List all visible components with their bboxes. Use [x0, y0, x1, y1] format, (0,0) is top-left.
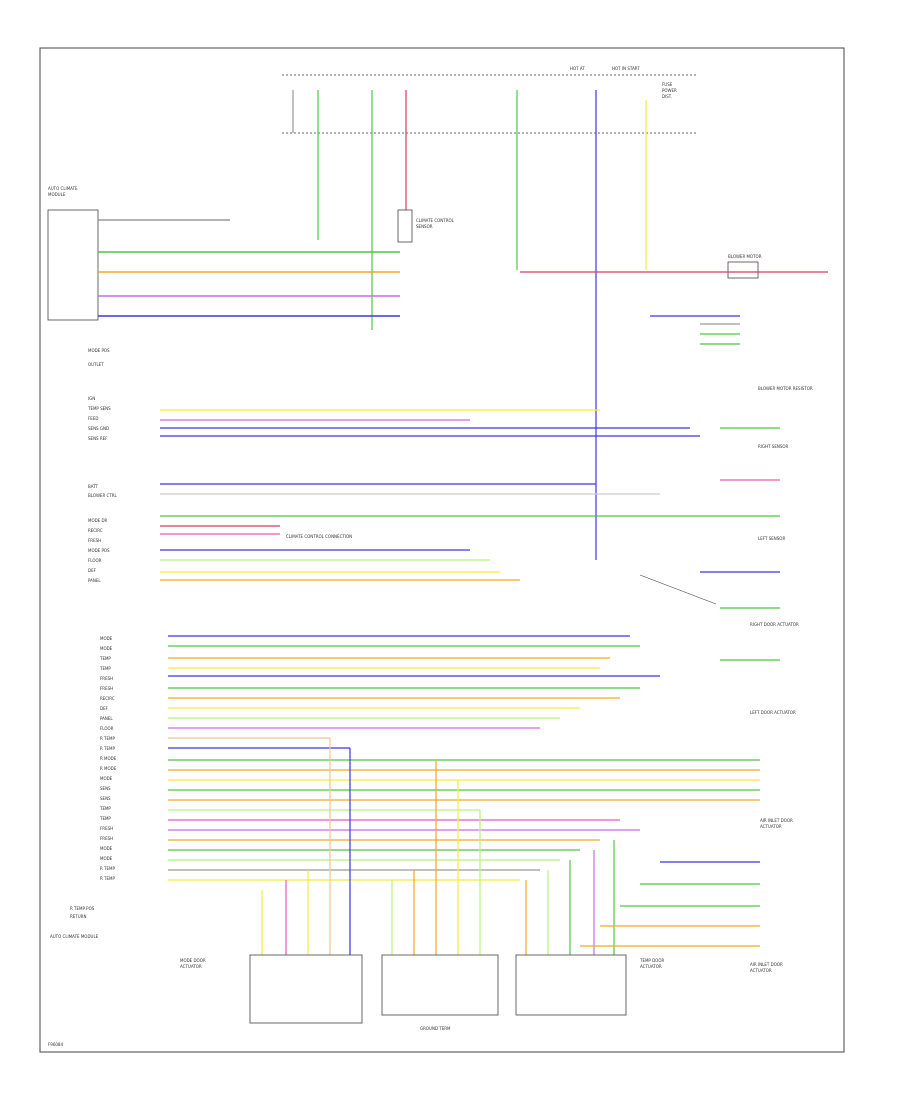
svg-text:TEMP DOOR: TEMP DOOR [639, 958, 664, 963]
blower-motor-box [727, 261, 759, 279]
svg-text:FRESH: FRESH [100, 826, 113, 831]
svg-text:CLIMATE CONTROL: CLIMATE CONTROL [416, 218, 455, 223]
svg-text:MODE: MODE [100, 776, 113, 781]
svg-text:MODULE: MODULE [48, 192, 66, 197]
svg-text:SENSOR: SENSOR [416, 224, 433, 229]
top-feeds [292, 90, 647, 560]
svg-text:SENS: SENS [100, 786, 111, 791]
svg-text:RIGHT DOOR ACTUATOR: RIGHT DOOR ACTUATOR [750, 622, 799, 627]
svg-text:ACTUATOR: ACTUATOR [180, 964, 202, 969]
svg-text:R TEMP: R TEMP [100, 746, 115, 751]
svg-text:FLOOR: FLOOR [88, 558, 102, 563]
diagram-border [39, 47, 845, 1053]
svg-text:RETURN: RETURN [70, 914, 86, 919]
bottom-pin-list: MODE MODE TEMP TEMP FRESH FRESH RECIRC D… [50, 636, 117, 939]
svg-text:TEMP: TEMP [99, 656, 111, 661]
svg-text:R MODE: R MODE [100, 766, 117, 771]
left-wires [98, 219, 400, 317]
connector-box-2 [381, 954, 499, 1016]
svg-text:FRESH: FRESH [100, 686, 113, 691]
right-notes: BLOWER MOTOR RESISTOR RIGHT SENSOR LEFT … [750, 386, 813, 829]
svg-text:FEED: FEED [88, 416, 98, 421]
svg-text:BLOWER MOTOR: BLOWER MOTOR [728, 254, 762, 259]
svg-text:HOT AT: HOT AT [570, 66, 585, 71]
svg-text:FLOOR: FLOOR [100, 726, 114, 731]
svg-text:GROUND TERM: GROUND TERM [420, 1026, 451, 1031]
svg-text:SENS REF: SENS REF [88, 436, 108, 441]
svg-text:DEF: DEF [100, 706, 109, 711]
svg-text:BATT: BATT [88, 484, 99, 489]
svg-text:MODE DR: MODE DR [88, 518, 108, 523]
left-connector [47, 209, 99, 321]
svg-text:R TEMP: R TEMP [100, 876, 115, 881]
svg-text:F96084: F96084 [48, 1042, 63, 1047]
svg-text:AUTO CLIMATE: AUTO CLIMATE [48, 186, 78, 191]
svg-text:ACTUATOR: ACTUATOR [750, 968, 772, 973]
svg-text:BLOWER MOTOR RESISTOR: BLOWER MOTOR RESISTOR [758, 386, 813, 391]
connector-box-3 [515, 954, 627, 1016]
svg-text:LEFT DOOR ACTUATOR: LEFT DOOR ACTUATOR [750, 710, 796, 715]
svg-text:FRESH: FRESH [100, 676, 113, 681]
module-pin-list: MODE POS OUTLET IGN TEMP SENS FEED SENS … [87, 348, 118, 583]
climate-sensor-box [397, 209, 413, 243]
bottom-wires [168, 635, 760, 881]
svg-text:R TEMP POS: R TEMP POS [70, 906, 95, 911]
svg-text:TEMP: TEMP [99, 816, 111, 821]
svg-text:CLIMATE CONTROL CONNECTION: CLIMATE CONTROL CONNECTION [286, 534, 352, 539]
svg-text:BLOWER CTRL: BLOWER CTRL [88, 493, 118, 498]
svg-text:MODE: MODE [100, 856, 113, 861]
svg-text:R TEMP: R TEMP [100, 866, 115, 871]
right-outputs [580, 315, 780, 947]
svg-text:TEMP SENS: TEMP SENS [87, 406, 111, 411]
svg-text:FRESH: FRESH [100, 836, 113, 841]
svg-text:DIST.: DIST. [662, 94, 672, 99]
svg-text:PANEL: PANEL [88, 578, 101, 583]
svg-text:TEMP: TEMP [99, 666, 111, 671]
bottom-verticals [261, 738, 615, 955]
connector-box-1 [249, 954, 363, 1024]
svg-text:MODE: MODE [100, 646, 113, 651]
svg-text:AIR INLET DOOR: AIR INLET DOOR [760, 818, 793, 823]
svg-text:LEFT SENSOR: LEFT SENSOR [758, 536, 785, 541]
svg-text:MODE DOOR: MODE DOOR [180, 958, 206, 963]
svg-text:SENS GND: SENS GND [88, 426, 109, 431]
middle-wires [160, 409, 720, 581]
svg-text:DEF: DEF [88, 568, 97, 573]
svg-text:PANEL: PANEL [100, 716, 113, 721]
header-labels: HOT AT HOT IN START FUSE POWER DIST. [570, 66, 677, 99]
svg-text:FUSE: FUSE [662, 82, 673, 87]
svg-text:OUTLET: OUTLET [88, 362, 104, 367]
svg-text:POWER: POWER [662, 88, 677, 93]
svg-text:R MODE: R MODE [100, 756, 117, 761]
svg-text:SENS: SENS [100, 796, 111, 801]
svg-text:HOT IN START: HOT IN START [612, 66, 640, 71]
svg-text:MODE: MODE [100, 846, 113, 851]
svg-text:MODE: MODE [100, 636, 113, 641]
svg-text:TEMP: TEMP [99, 806, 111, 811]
svg-text:ACTUATOR: ACTUATOR [640, 964, 662, 969]
svg-text:AUTO CLIMATE MODULE: AUTO CLIMATE MODULE [50, 934, 99, 939]
svg-text:ACTUATOR: ACTUATOR [760, 824, 782, 829]
svg-text:RECIRC: RECIRC [100, 696, 115, 701]
svg-text:AIR INLET DOOR: AIR INLET DOOR [750, 962, 783, 967]
diagonal-lead [639, 574, 717, 605]
svg-text:MODE POS: MODE POS [88, 548, 110, 553]
svg-text:FRESH: FRESH [88, 538, 101, 543]
svg-text:MODE POS: MODE POS [88, 348, 110, 353]
svg-text:RIGHT SENSOR: RIGHT SENSOR [758, 444, 789, 449]
svg-text:RECIRC: RECIRC [88, 528, 103, 533]
svg-text:R TEMP: R TEMP [100, 736, 115, 741]
svg-text:IGN: IGN [88, 396, 95, 401]
